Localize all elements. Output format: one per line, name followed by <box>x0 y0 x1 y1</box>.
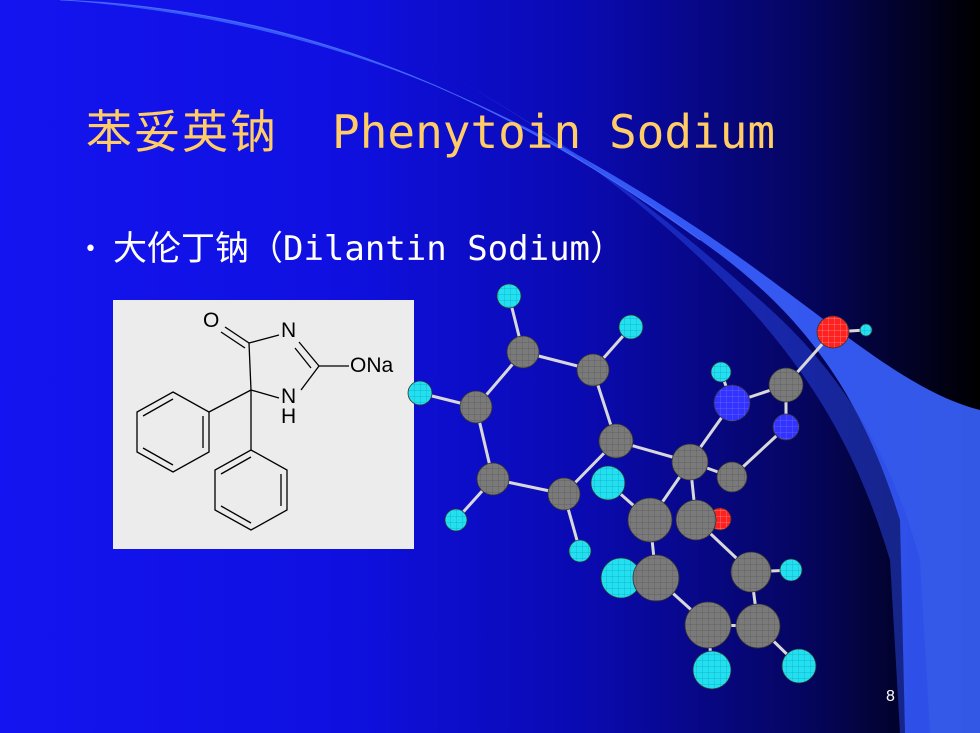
structural-formula-bonds <box>136 326 349 531</box>
bullet-text-english: Dilantin Sodium <box>282 229 591 269</box>
bullet-close-paren: ） <box>590 229 625 269</box>
slide-title: 苯妥英钠 Phenytoin Sodium <box>86 100 775 164</box>
atom-label-oxygen: O <box>203 309 220 332</box>
bullet-text-chinese: 大伦丁钠 <box>112 229 249 269</box>
bullet-dot-icon: • <box>84 237 97 262</box>
bullet-item: • 大伦丁钠（Dilantin Sodium） <box>84 226 624 273</box>
atom-label-nitrogen-top: N <box>281 319 297 342</box>
atom-label-nitrogen-bottom: N <box>281 385 297 408</box>
page-number: 8 <box>886 688 895 705</box>
structural-formula-panel: O N ONa N H <box>113 300 414 549</box>
title-english: Phenytoin Sodium <box>332 105 776 159</box>
atom-label-hydrogen: H <box>281 405 297 428</box>
atom-label-ona: ONa <box>350 354 394 377</box>
title-chinese: 苯妥英钠 <box>86 105 278 159</box>
bullet-open-paren: （ <box>248 229 283 269</box>
molecule-3d-model <box>407 283 873 690</box>
